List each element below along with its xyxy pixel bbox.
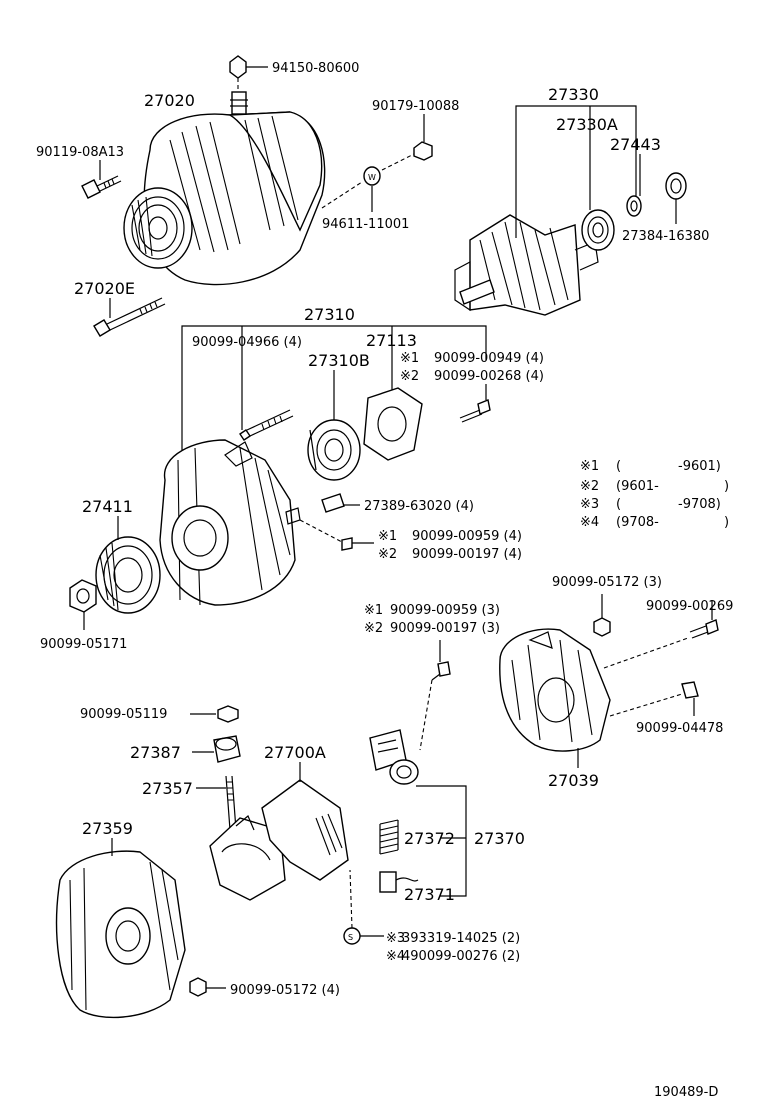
legend-to-3: -9708) (678, 497, 721, 512)
nut-90179-10088[interactable] (413, 141, 433, 161)
label-90099-00959-rear: 90099-00959 (3) (390, 603, 500, 618)
nut-90099-05172-cover[interactable] (189, 977, 207, 997)
legend-to-4: ) (724, 515, 729, 530)
label-27443: 27443 (610, 135, 661, 154)
nut-94150-80600[interactable] (229, 55, 268, 79)
label-90099-05172-rear: 90099-05172 (3) (552, 575, 662, 590)
label-27372: 27372 (404, 829, 455, 848)
spring-27372[interactable] (379, 819, 399, 855)
mark-2-00268: ※2 (400, 369, 419, 384)
label-90099-04966: 90099-04966 (4) (192, 335, 302, 350)
label-27389-63020: 27389-63020 (4) (364, 499, 474, 514)
legend-mark-3: ※3 (580, 497, 599, 512)
insulator-27389-63020[interactable] (321, 493, 360, 513)
label-27359: 27359 (82, 819, 133, 838)
legend-mark-4: ※4 (580, 515, 599, 530)
mark-2-00197-front: ※2 (378, 547, 397, 562)
label-90099-05119: 90099-05119 (80, 707, 167, 722)
alternator-assembly-27020[interactable] (123, 91, 326, 286)
label-27384-16380: 27384-16380 (622, 229, 709, 244)
legend-to-1: -9601) (678, 459, 721, 474)
terminal-bolt-27357[interactable] (225, 775, 237, 831)
washer-27443[interactable] (626, 195, 642, 217)
regulator-27700A[interactable] (261, 779, 349, 881)
diagram-id: 190489-D (654, 1085, 718, 1100)
legend-from-2: (9601- (616, 479, 659, 494)
label-27700A: 27700A (264, 743, 326, 762)
label-90119-08A13: 90119-08A13 (36, 145, 124, 160)
screw-90099-00949[interactable] (459, 399, 491, 423)
terminal-insulator-27387[interactable] (213, 735, 241, 763)
legend-mark-2: ※2 (580, 479, 599, 494)
label-27113: 27113 (366, 331, 417, 350)
label-27411: 27411 (82, 497, 133, 516)
legend-mark-1: ※1 (580, 459, 599, 474)
rear-end-frame-27039[interactable] (499, 628, 611, 752)
mark-1-00959-front: ※1 (378, 529, 397, 544)
bolt-90099-04478[interactable] (681, 681, 699, 699)
brush-27371[interactable] (379, 871, 419, 893)
cover-27384-16380[interactable] (665, 172, 687, 200)
label-94611-11001: 94611-11001 (322, 217, 409, 232)
nut-90099-05172-rear[interactable] (593, 617, 611, 637)
label-90099-00959-front: 90099-00959 (4) (412, 529, 522, 544)
regulator-brush-holder[interactable] (209, 815, 286, 901)
label-90099-00269: 90099-00269 (646, 599, 733, 614)
nut-90099-05171[interactable] (69, 579, 97, 613)
label-393319-14025: 393319-14025 (2) (402, 931, 520, 946)
label-27020E: 27020E (74, 279, 135, 298)
pulley-27411[interactable] (95, 536, 161, 614)
label-27020: 27020 (144, 91, 195, 110)
legend-from-1: ( (616, 459, 621, 474)
label-27330A: 27330A (556, 115, 618, 134)
mark-1-00949: ※1 (400, 351, 419, 366)
label-90099-00949: 90099-00949 (4) (434, 351, 544, 366)
retainer-plate-27113[interactable] (363, 387, 423, 461)
svg-text:W: W (368, 173, 376, 182)
label-27310B: 27310B (308, 351, 370, 370)
label-94150-80600: 94150-80600 (272, 61, 359, 76)
rotor-27330[interactable] (454, 214, 599, 316)
label-27371: 27371 (404, 885, 455, 904)
mark-2-00197-rear: ※2 (364, 621, 383, 636)
nut-90099-05119[interactable] (217, 705, 239, 723)
label-90099-05171: 90099-05171 (40, 637, 127, 652)
label-490099-00276: 490099-00276 (2) (402, 949, 520, 964)
label-27387: 27387 (130, 743, 181, 762)
label-27330: 27330 (548, 85, 599, 104)
legend: ※1 ( -9601) ※2 (9601- ) ※3 ( -9708) ※4 (… (580, 459, 729, 530)
label-90099-00268: 90099-00268 (4) (434, 369, 544, 384)
screw-93319-14025[interactable]: S (343, 927, 361, 945)
mark-3-14025: ※3 (386, 931, 405, 946)
legend-from-4: (9708- (616, 515, 659, 530)
bolt-27020E[interactable] (93, 297, 166, 337)
label-27370: 27370 (474, 829, 525, 848)
label-27310: 27310 (304, 305, 355, 324)
bolt-90099-00269[interactable] (689, 619, 719, 639)
bearing-27330A[interactable] (581, 209, 615, 251)
mark-4-00276: ※4 (386, 949, 405, 964)
label-27357: 27357 (142, 779, 193, 798)
legend-to-2: ) (724, 479, 729, 494)
rear-cover-27359[interactable] (55, 850, 186, 1019)
label-90179-10088: 90179-10088 (372, 99, 459, 114)
mark-1-00959-rear: ※1 (364, 603, 383, 618)
bearing-27310B[interactable] (307, 419, 361, 481)
drive-end-frame-27310[interactable] (159, 439, 301, 606)
screw-90099-00959-front[interactable] (341, 537, 353, 551)
washer-94611-11001[interactable]: W (363, 166, 381, 186)
bolt-90119-08A13[interactable] (81, 175, 122, 199)
legend-from-3: ( (616, 497, 621, 512)
label-90099-05172-cover: 90099-05172 (4) (230, 983, 340, 998)
label-90099-00197-rear: 90099-00197 (3) (390, 621, 500, 636)
stud-bolt-90099-04966[interactable] (239, 409, 294, 441)
svg-text:S: S (348, 933, 353, 942)
label-90099-04478: 90099-04478 (636, 721, 723, 736)
terminal-insulator-27370[interactable] (369, 729, 419, 785)
label-90099-00197-front: 90099-00197 (4) (412, 547, 522, 562)
label-27039: 27039 (548, 771, 599, 790)
screw-90099-00959-rear[interactable] (431, 661, 451, 681)
